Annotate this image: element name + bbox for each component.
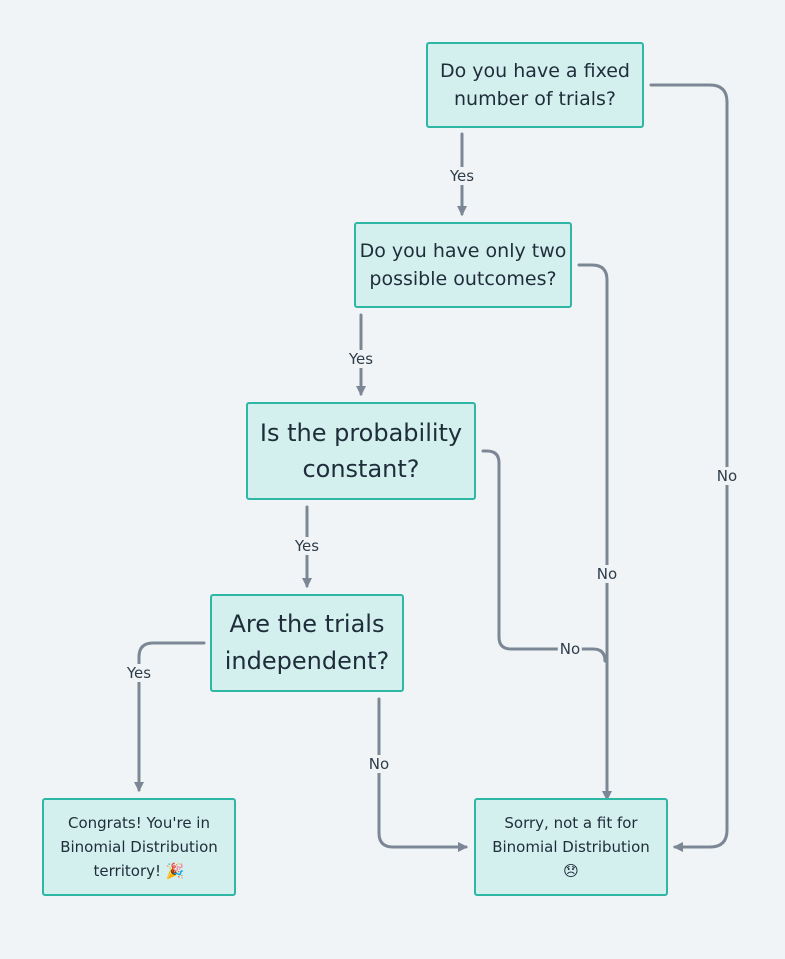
edge-two-no (577, 263, 612, 801)
edge-label-two-yes: Yes (346, 350, 376, 368)
edge-label-constant-no: No (557, 640, 583, 658)
edge-label-fixed-no: No (714, 467, 740, 485)
edge-label-two-no: No (594, 565, 620, 583)
edge-label-independent-yes: Yes (124, 664, 154, 682)
result-binomial-fit-text: Congrats! You're in Binomial Distributio… (60, 814, 218, 880)
result-not-binomial: Sorry, not a fit for Binomial Distributi… (474, 798, 668, 896)
decision-two-outcomes-text: Do you have only two possible outcomes? (359, 240, 567, 290)
decision-independent-trials: Are the trials independent? (210, 594, 404, 692)
decision-two-outcomes: Do you have only two possible outcomes? (354, 222, 572, 308)
edge-fixed-no (649, 83, 729, 852)
edge-label-independent-no: No (366, 755, 392, 773)
decision-constant-probability-text: Is the probability constant? (259, 419, 463, 483)
decision-independent-trials-text: Are the trials independent? (224, 610, 390, 675)
result-not-binomial-text: Sorry, not a fit for Binomial Distributi… (492, 814, 650, 880)
decision-fixed-trials-text: Do you have a fixed number of trials? (440, 60, 630, 110)
decision-constant-probability: Is the probability constant? (246, 402, 476, 500)
edge-independent-yes (134, 641, 206, 792)
decision-fixed-trials: Do you have a fixed number of trials? (426, 42, 644, 128)
edge-constant-no (481, 449, 607, 663)
result-binomial-fit: Congrats! You're in Binomial Distributio… (42, 798, 236, 896)
edge-label-fixed-yes: Yes (447, 167, 477, 185)
edge-label-constant-yes: Yes (292, 537, 322, 555)
edge-independent-no (377, 697, 468, 852)
